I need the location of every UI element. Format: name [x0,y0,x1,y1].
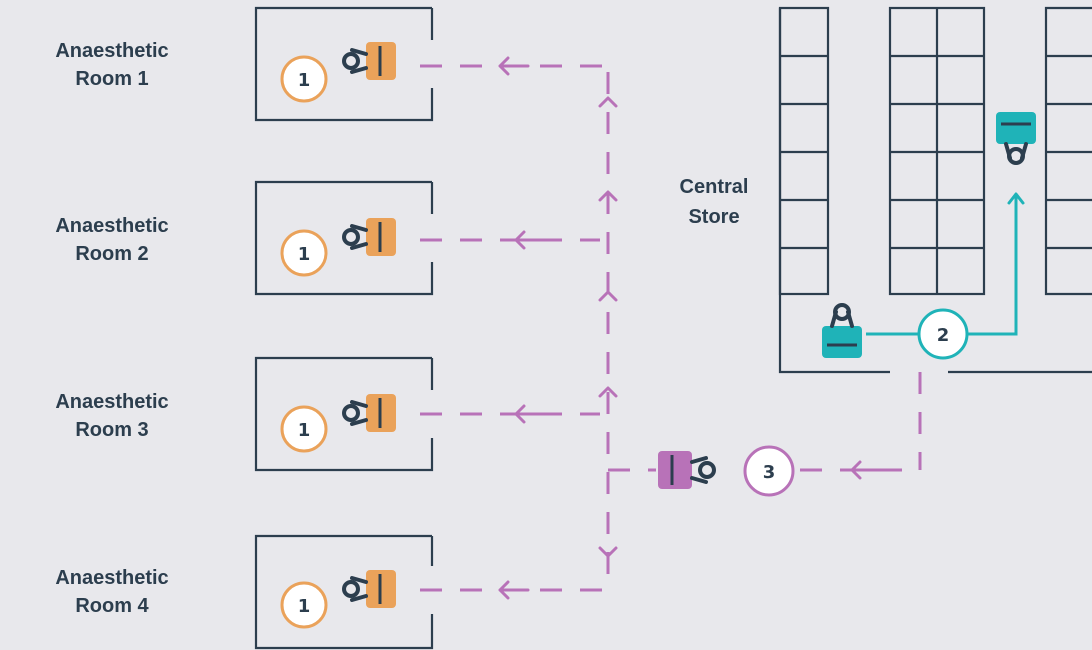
room-label-line2: Room 3 [75,419,148,441]
shelf-column [888,6,986,296]
room-walls [254,6,434,122]
step-number: 1 [298,70,311,91]
arrow-left-icon [498,56,530,76]
step-badge [917,308,969,360]
anaesthetic-room-2: Anaesthetic Room 2 1 [55,180,434,296]
step-number: 1 [298,420,311,441]
trolley-icon [342,216,398,258]
store-label-line2: Store [688,206,739,228]
room-label-line1: Anaesthetic [55,567,168,589]
room-label-line2: Room 4 [75,595,149,617]
room-label-line1: Anaesthetic [55,40,168,62]
trolley-icon [822,303,862,358]
step-badge [280,229,328,277]
arrow-up-icon [598,190,618,202]
step-badge [280,55,328,103]
picking-path [968,196,1018,336]
room-label-line1: Anaesthetic [55,215,168,237]
arrow-left-icon [850,460,882,480]
step-number: 1 [298,596,311,617]
arrow-left-icon [514,404,546,424]
trolley-icon [342,568,398,610]
step-number: 1 [298,244,311,265]
trolley-icon [658,451,692,489]
room-label-line1: Anaesthetic [55,391,168,413]
store-label-line1: Central [680,176,749,198]
step-number: 2 [937,325,950,346]
room-walls [254,180,434,296]
transport-trolley [658,451,716,489]
anaesthetic-room-4: Anaesthetic Room 4 1 [55,534,434,650]
anaesthetic-room-3: Anaesthetic Room 3 1 [55,356,434,472]
trolley-icon [342,40,398,82]
arrow-up-icon [1007,192,1025,205]
room-label-line2: Room 2 [75,243,148,265]
room-walls [254,356,434,472]
central-store: Central Store 2 [680,6,1092,374]
arrow-up-icon [598,386,618,398]
step-badge [280,581,328,629]
arrow-left-icon [498,580,530,600]
distribution-paths [420,56,922,600]
trolley-icon [342,392,398,434]
trolley-icon [996,112,1036,165]
shelf-column [1044,6,1092,296]
anaesthetic-room-1: Anaesthetic Room 1 1 [55,6,434,122]
room-label-line2: Room 1 [75,68,148,90]
shelf-column [778,6,830,296]
arrow-up-icon [598,96,618,108]
step-badge [743,445,795,497]
arrow-down-icon [598,546,618,558]
step-number: 3 [763,462,776,483]
room-walls [254,534,434,650]
arrow-up-icon [598,290,618,302]
arrow-left-icon [514,230,546,250]
step-badge [280,405,328,453]
